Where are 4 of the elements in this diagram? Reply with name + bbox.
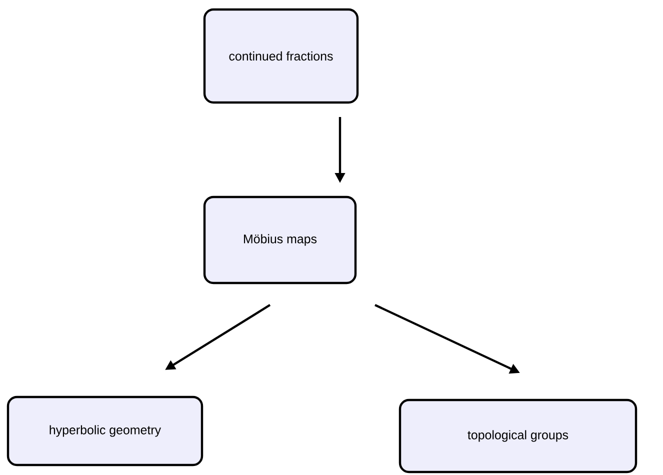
topic-box: continued fractions — [203, 8, 359, 104]
topic-box: hyperbolic geometry — [6, 396, 204, 466]
topic-box: topological groups — [398, 398, 638, 474]
topic-box: Möbius maps — [203, 196, 357, 284]
